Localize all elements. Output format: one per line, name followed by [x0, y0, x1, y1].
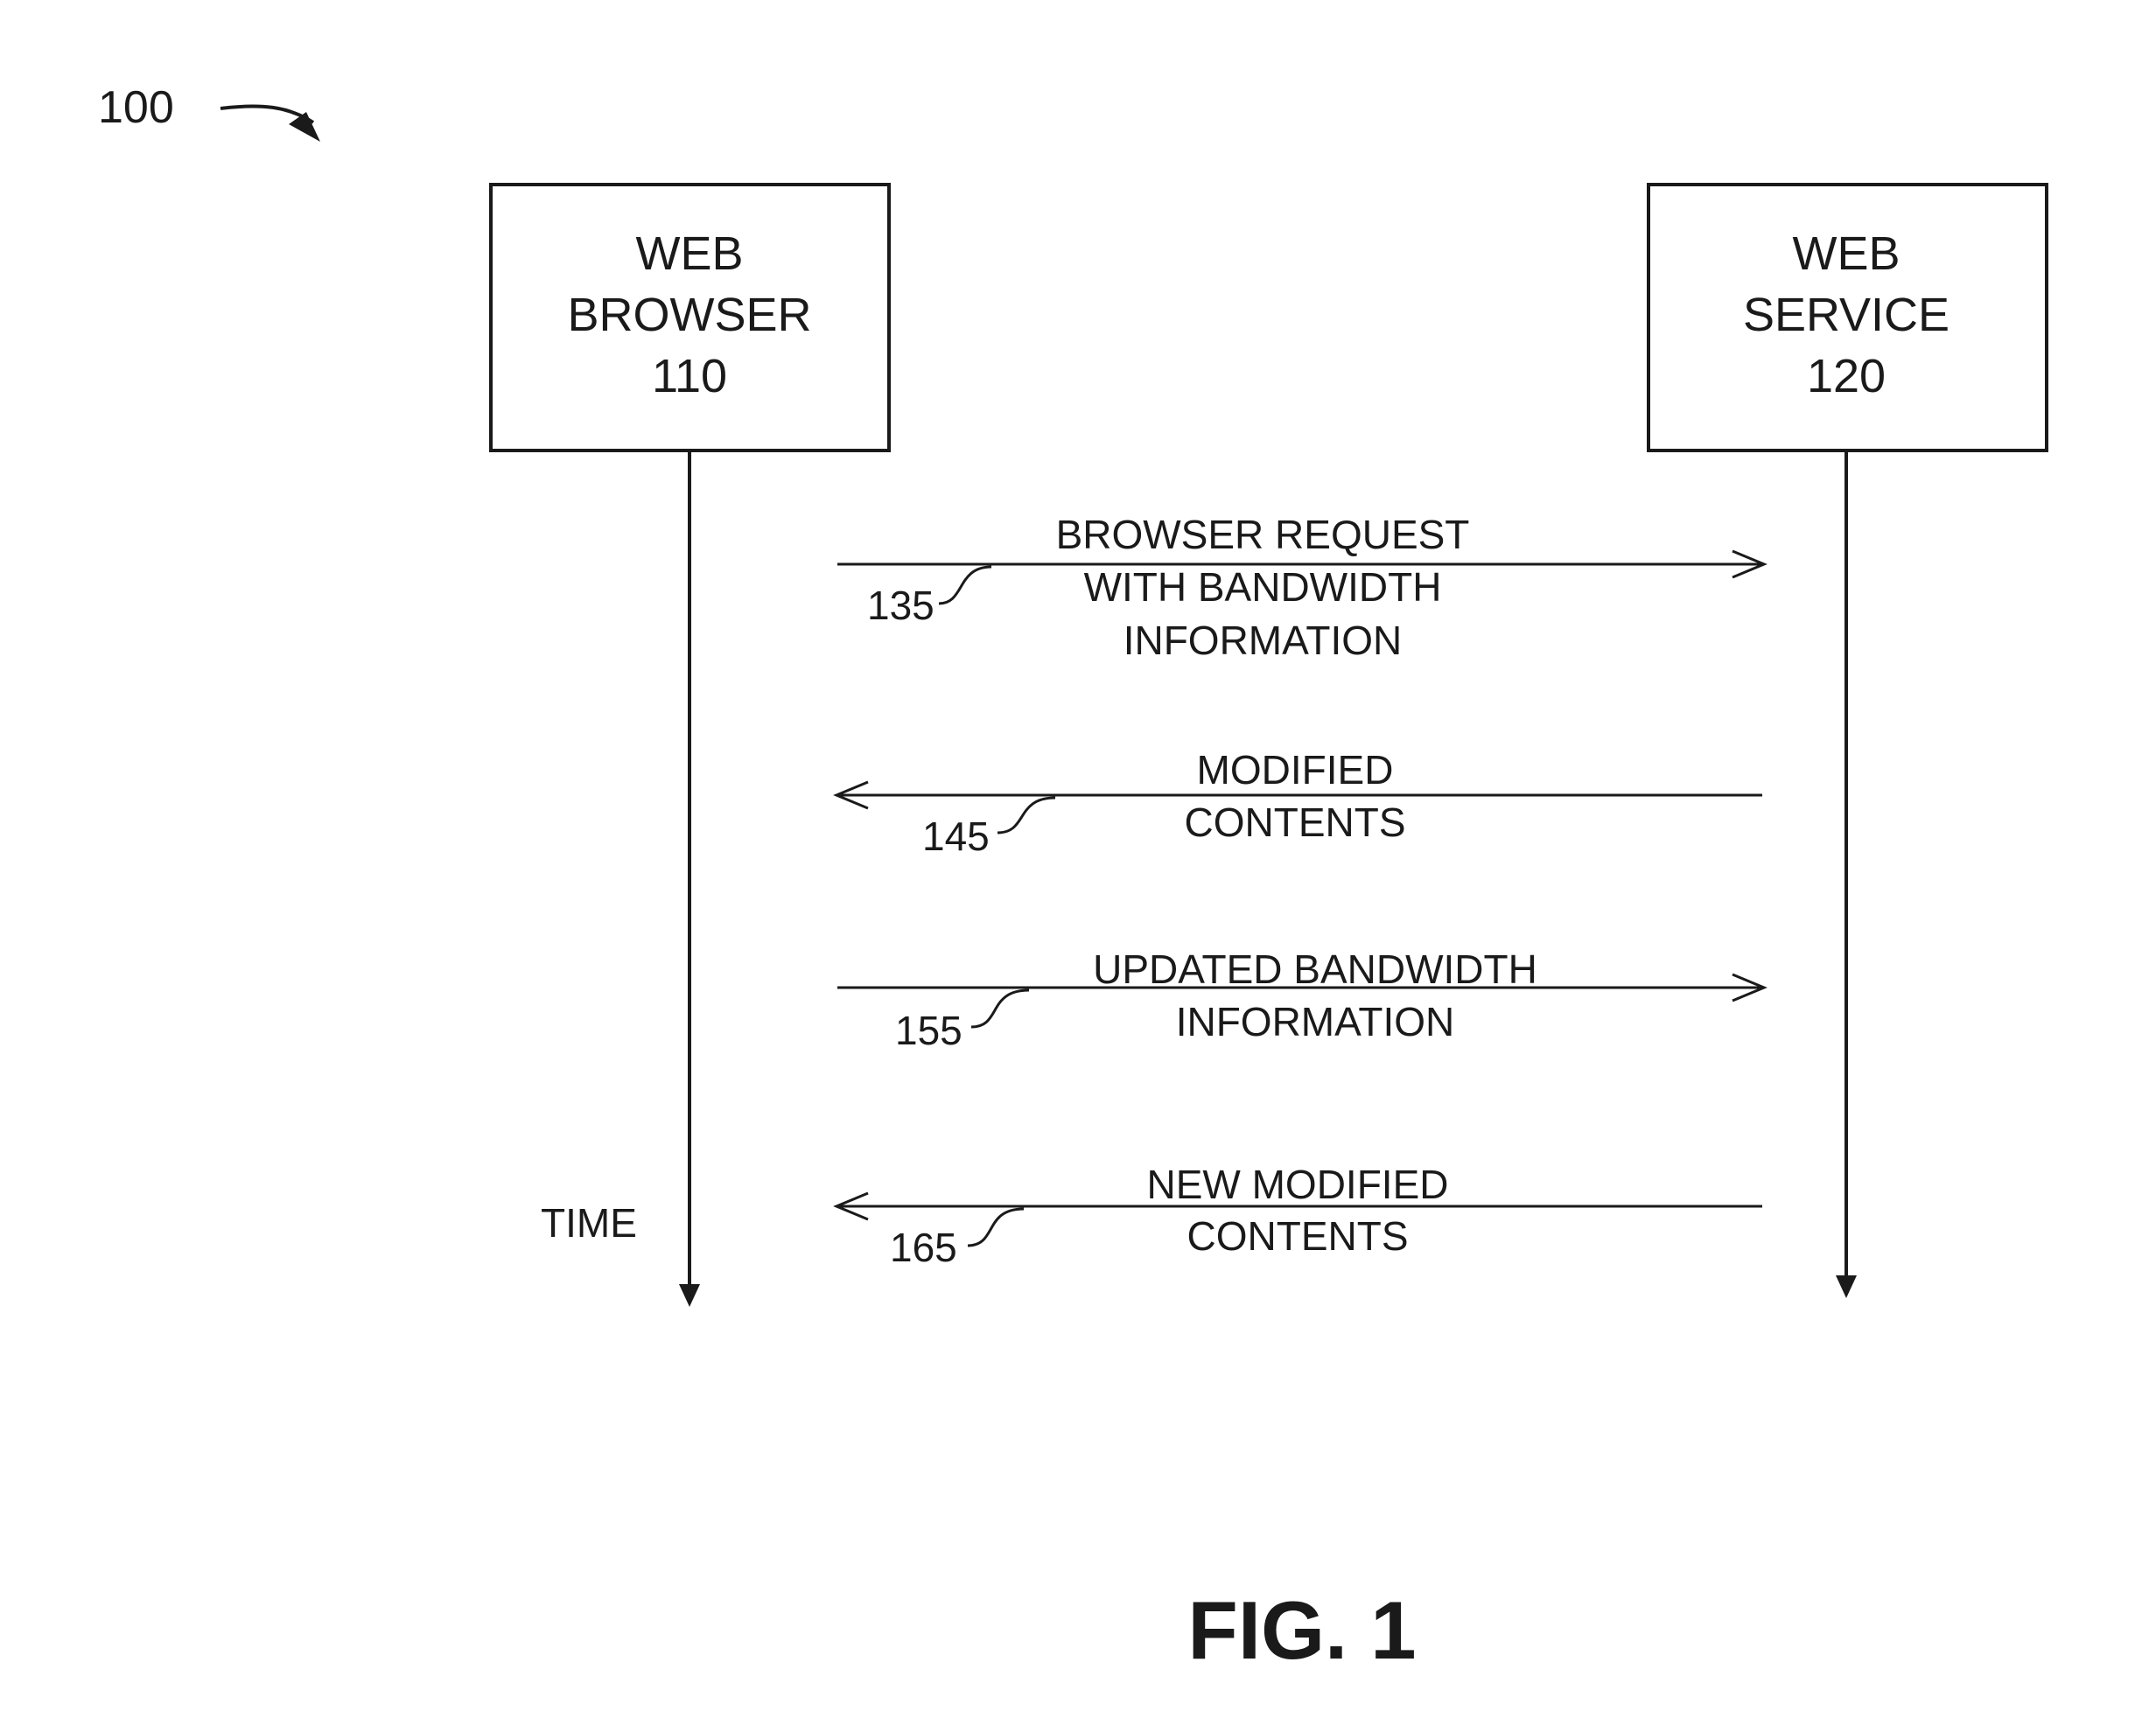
message-135-leader-line	[939, 567, 991, 604]
message-145-leader-line	[998, 798, 1055, 833]
message-155-label-line1: UPDATED BANDWIDTH	[1093, 946, 1537, 992]
web-browser-number: 110	[652, 350, 727, 402]
message-135-label-line3: INFORMATION	[1124, 618, 1403, 663]
web-service-label-line2: SERVICE	[1743, 289, 1950, 341]
message-165-ref-number: 165	[890, 1225, 957, 1270]
message-155-leader-line	[971, 990, 1029, 1027]
figure-ref-number: 100	[98, 82, 174, 133]
web-service-lifeline-arrowhead	[1836, 1275, 1857, 1298]
message-165-label-line2: CONTENTS	[1187, 1213, 1409, 1259]
web-browser-lifeline-arrowhead	[679, 1284, 700, 1307]
figure-caption: FIG. 1	[1187, 1584, 1416, 1676]
message-135: BROWSER REQUEST WITH BANDWIDTH INFORMATI…	[837, 512, 1764, 663]
message-165-leader-line	[968, 1209, 1024, 1246]
web-service-number: 120	[1807, 350, 1886, 402]
message-155: UPDATED BANDWIDTH INFORMATION 155	[837, 946, 1764, 1053]
web-browser-label-line1: WEB	[635, 227, 743, 280]
message-135-ref-number: 135	[867, 583, 934, 628]
message-165-label-line1: NEW MODIFIED	[1147, 1162, 1449, 1207]
web-browser-label-line2: BROWSER	[567, 289, 811, 341]
message-145-label-line1: MODIFIED	[1197, 747, 1394, 793]
web-service-label-line1: WEB	[1792, 227, 1900, 280]
web-service-box: WEB SERVICE 120	[1648, 185, 2047, 450]
time-label: TIME	[541, 1200, 637, 1246]
message-145-ref-number: 145	[922, 814, 990, 859]
figure-ref-arrowhead	[289, 112, 320, 142]
message-135-label-line1: BROWSER REQUEST	[1056, 512, 1470, 557]
message-155-label-line2: INFORMATION	[1176, 999, 1455, 1044]
message-145: MODIFIED CONTENTS 145	[836, 747, 1762, 859]
web-browser-box: WEB BROWSER 110	[491, 185, 889, 450]
message-155-ref-number: 155	[895, 1008, 962, 1053]
message-135-label-line2: WITH BANDWIDTH	[1084, 564, 1442, 610]
message-145-label-line2: CONTENTS	[1185, 800, 1406, 845]
message-165: NEW MODIFIED CONTENTS 165	[836, 1162, 1762, 1270]
